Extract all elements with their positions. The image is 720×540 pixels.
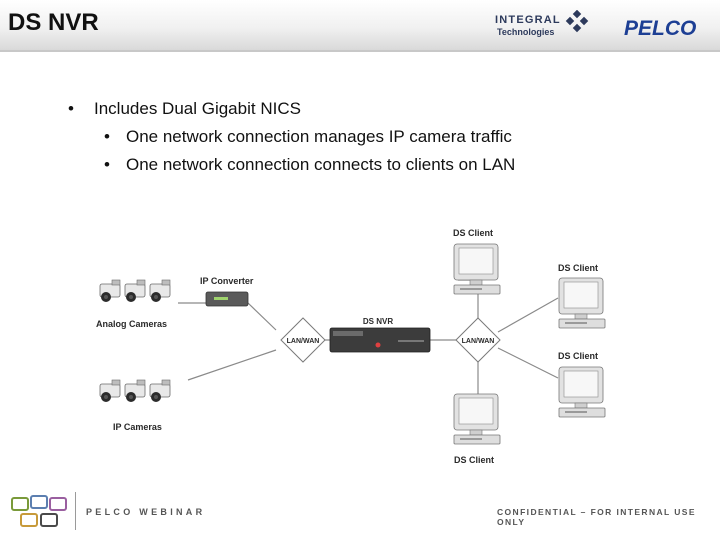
ds-nvr-device <box>329 327 431 353</box>
footer-confidential-text: CONFIDENTIAL – FOR INTERNAL USE ONLY <box>497 507 696 527</box>
footer-divider <box>75 492 76 530</box>
ip-cameras-label: IP Cameras <box>113 422 162 432</box>
webinar-monitors-logo <box>11 495 67 527</box>
sub-bullet-text: One network connection manages IP camera… <box>126 127 512 146</box>
analog-cameras <box>99 279 171 303</box>
sub-bullet-item: •One network connection manages IP camer… <box>104 127 512 146</box>
header-bar <box>0 0 720 50</box>
ds-client-monitor-3 <box>558 366 606 418</box>
bullet-list: •Includes Dual Gigabit NICS •One network… <box>68 95 515 179</box>
network-diagram: Analog Cameras IP Converter IP Cameras L… <box>96 228 606 465</box>
sub-bullet-text: One network connection connects to clien… <box>126 155 516 174</box>
lan-wan-diamond-left <box>280 317 326 363</box>
integral-logo-line1: INTEGRAL <box>495 14 561 26</box>
integral-technologies-logo: INTEGRAL Technologies <box>495 10 589 37</box>
lan-wan-diamond-right <box>455 317 501 363</box>
ds-client-monitor-4 <box>453 393 501 445</box>
ip-cameras <box>99 379 171 403</box>
integral-logo-line2: Technologies <box>497 27 554 37</box>
ds-client-label-3: DS Client <box>558 351 598 361</box>
ds-client-monitor-1 <box>453 243 501 295</box>
slide-title: DS NVR <box>8 9 99 36</box>
ds-client-label-1: DS Client <box>453 228 493 238</box>
ds-nvr-label: DS NVR <box>363 317 393 326</box>
bullet-text: Includes Dual Gigabit NICS <box>94 99 301 118</box>
ds-client-monitor-2 <box>558 277 606 329</box>
bullet-item: •Includes Dual Gigabit NICS <box>68 99 301 118</box>
sub-bullet-item: •One network connection connects to clie… <box>104 155 516 174</box>
lan-wan-label-right: LAN/WAN <box>462 338 495 345</box>
pelco-logo: PELCO <box>624 17 696 40</box>
header-divider <box>0 50 720 52</box>
ip-converter-label: IP Converter <box>200 276 254 286</box>
footer-webinar-text: PELCO WEBINAR <box>86 507 206 517</box>
diamond-icon <box>565 10 589 33</box>
ds-client-label-4: DS Client <box>454 455 494 465</box>
pelco-logo-text: PELCO <box>624 17 696 40</box>
analog-cameras-label: Analog Cameras <box>96 319 167 329</box>
ds-client-label-2: DS Client <box>558 263 598 273</box>
lan-wan-label-left: LAN/WAN <box>287 338 320 345</box>
